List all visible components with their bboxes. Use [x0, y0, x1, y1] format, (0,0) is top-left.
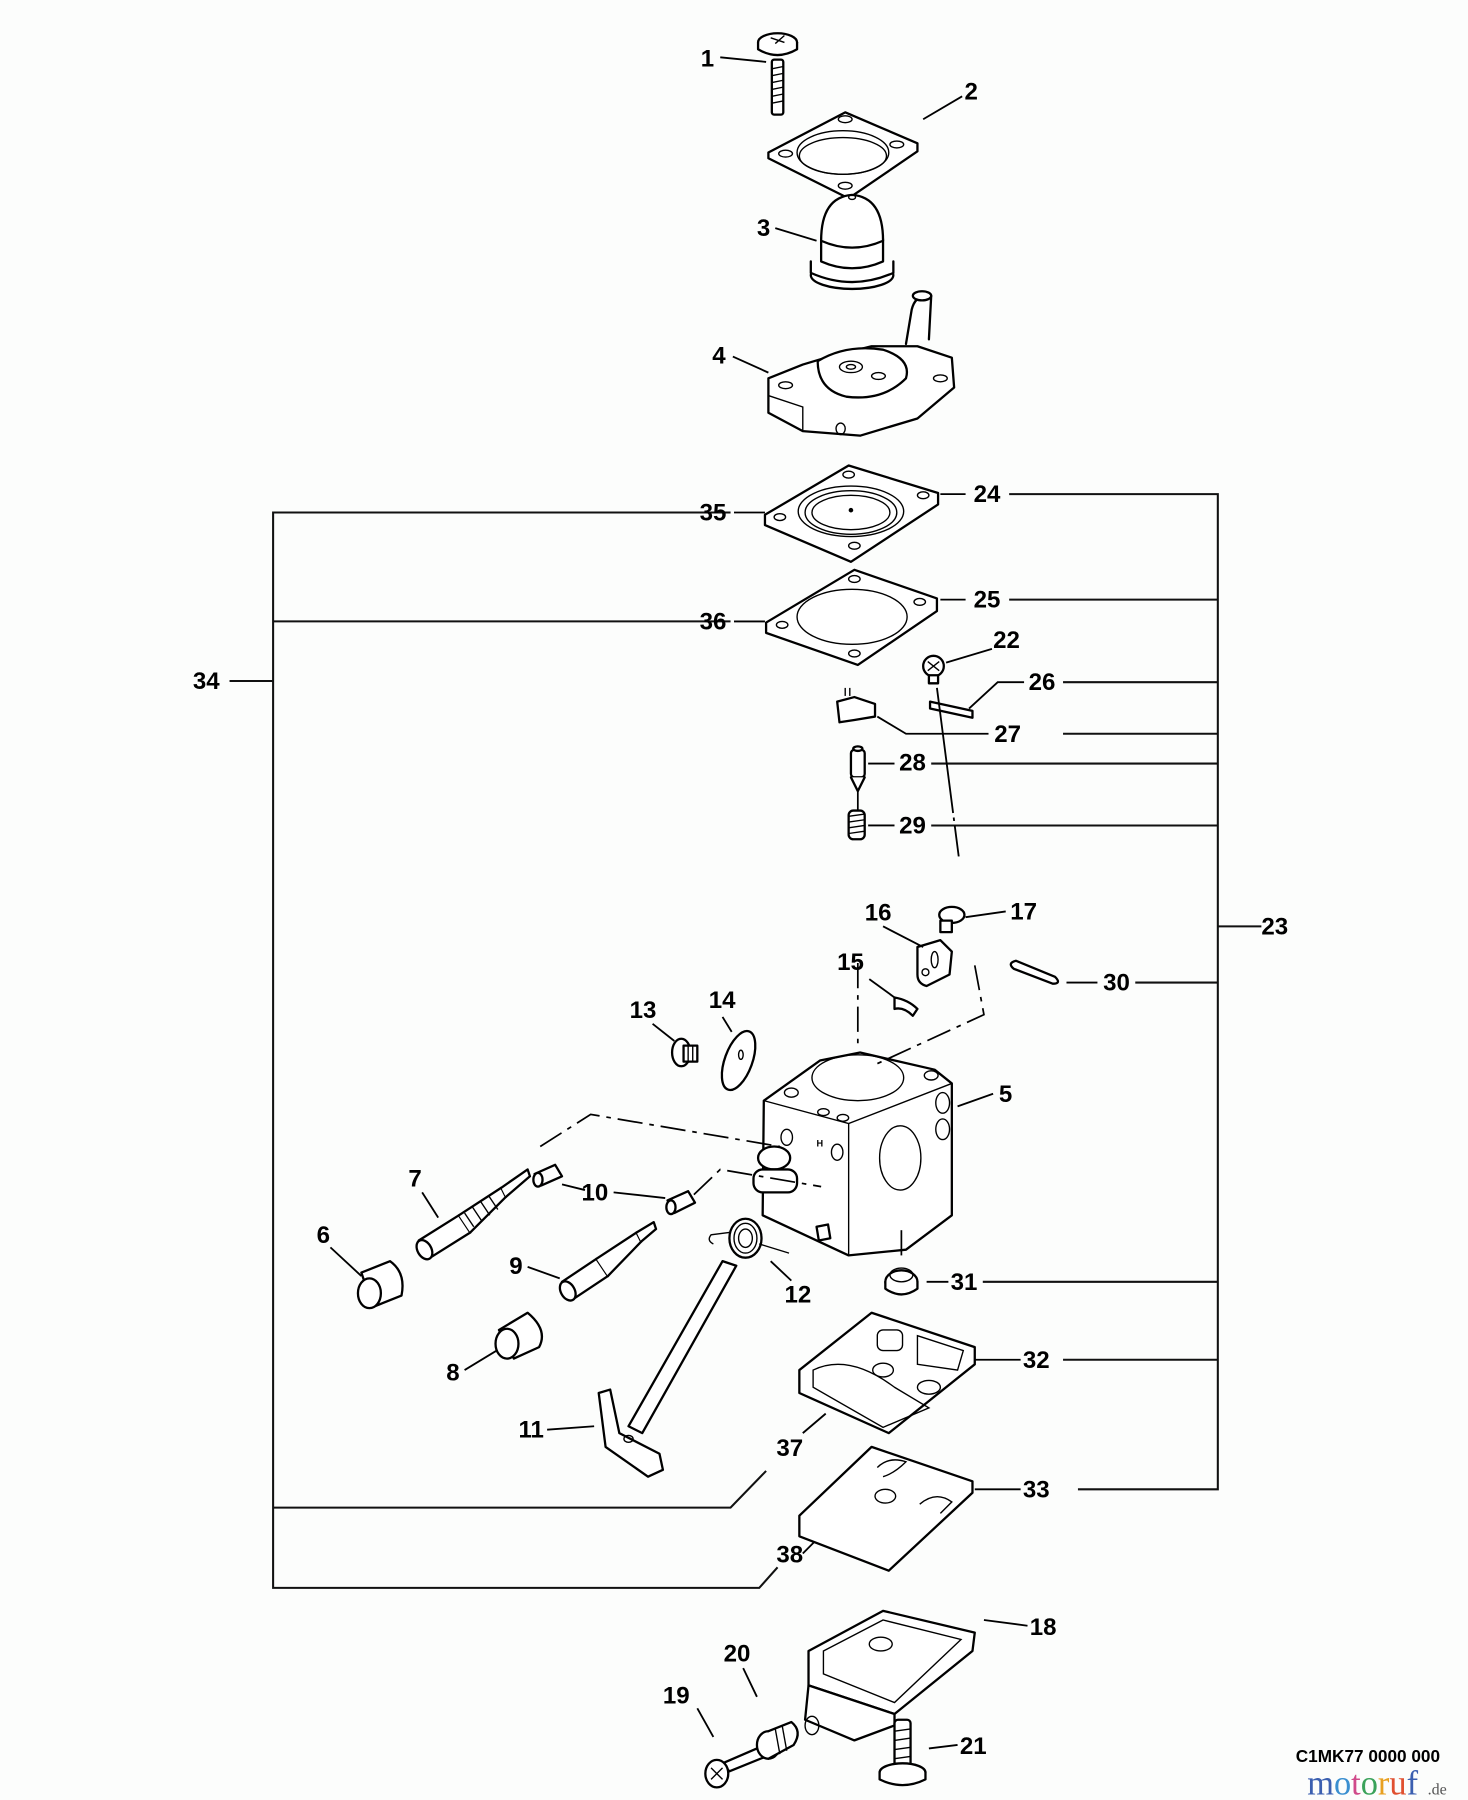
callout-14: 14: [709, 987, 736, 1014]
callout-8: 8: [446, 1359, 459, 1386]
part-3-primer-bulb: [809, 193, 895, 291]
callout-1: 1: [701, 45, 714, 72]
watermark-logo: motoruf .de: [1307, 1764, 1447, 1800]
part-6-limiter-cap: [356, 1260, 404, 1310]
callout-38: 38: [776, 1542, 803, 1569]
part-21-screw: [878, 1718, 927, 1787]
part-20-spring: [755, 1720, 799, 1760]
callout-4: 4: [712, 342, 726, 369]
part-9-adjust-needle: [558, 1221, 658, 1302]
part-29-spring: [847, 809, 866, 841]
callout-37: 37: [776, 1435, 803, 1462]
part-10-bushing-lower: [665, 1190, 697, 1216]
callout-19: 19: [663, 1683, 690, 1710]
callout-2: 2: [964, 79, 977, 106]
part-19-screw: [704, 1747, 768, 1789]
callout-27: 27: [994, 721, 1021, 748]
drawing-code: C1MK77 0000 000: [1296, 1746, 1440, 1766]
part-1-screw: [756, 32, 799, 116]
callout-13: 13: [630, 997, 657, 1024]
callout-9: 9: [509, 1253, 522, 1280]
part-24-diaphragm: [763, 464, 940, 563]
wm-letter: r: [1378, 1764, 1390, 1800]
callout-21: 21: [960, 1733, 987, 1760]
callout-29: 29: [899, 813, 926, 840]
callout-28: 28: [899, 749, 926, 776]
part-13-screw: [670, 1037, 699, 1068]
callout-24: 24: [974, 481, 1001, 508]
callout-7: 7: [408, 1166, 421, 1193]
part-5-carb-body: H: [752, 1051, 953, 1257]
wm-letter: o: [1361, 1764, 1378, 1800]
callout-31: 31: [951, 1269, 978, 1296]
callout-11: 11: [518, 1417, 543, 1444]
bracket-kit-34: [229, 511, 779, 1589]
callout-10: 10: [582, 1179, 609, 1206]
part-7-adjust-needle: [415, 1168, 532, 1261]
part-8-limiter-cap: [494, 1311, 543, 1360]
callout-26: 26: [1029, 669, 1056, 696]
wm-letter: o: [1334, 1764, 1351, 1800]
leader-lines: [329, 56, 1098, 1750]
callout-20: 20: [724, 1640, 751, 1667]
part-30-seal: [1009, 959, 1060, 985]
bracket-kit-23: [931, 493, 1262, 1491]
part-10-bushing-upper: [532, 1163, 564, 1188]
part-18-pump-cover: [803, 1609, 976, 1742]
callout-3: 3: [757, 215, 770, 242]
wm-letter: t: [1351, 1764, 1361, 1800]
callout-16: 16: [865, 900, 892, 927]
callout-18: 18: [1030, 1614, 1057, 1641]
part-31-filter-screen: [884, 1267, 919, 1296]
callout-12: 12: [784, 1281, 811, 1308]
part-15-clip: [893, 996, 919, 1017]
part-12-return-spring: [708, 1217, 790, 1259]
watermark-text: motoruf: [1307, 1764, 1418, 1800]
part-33-pump-diaphragm: [798, 1445, 974, 1572]
callout-22: 22: [993, 627, 1020, 654]
callout-labels: 1 2 3 4 35 24 36 25 34 22 26 27 28 29 16…: [193, 45, 1288, 1760]
callout-6: 6: [317, 1222, 330, 1249]
part-16-throttle-shutter: [916, 938, 953, 988]
wm-letter: u: [1389, 1764, 1406, 1800]
callout-5: 5: [999, 1081, 1012, 1108]
part-17-screw: [938, 905, 966, 934]
part-11-throttle-shaft: [597, 1260, 738, 1478]
part-27-inlet-lever: [836, 687, 877, 724]
carb-mark-h: H: [817, 1138, 824, 1148]
part-26-pin: [928, 700, 974, 719]
part-2-gasket: [767, 111, 919, 200]
callout-15: 15: [837, 949, 864, 976]
part-25-gasket: [764, 568, 939, 667]
watermark-suffix: .de: [1428, 1781, 1447, 1798]
callout-25: 25: [974, 587, 1001, 614]
callout-30: 30: [1103, 970, 1130, 997]
wm-letter: f: [1407, 1764, 1419, 1800]
wm-letter: m: [1307, 1764, 1334, 1800]
part-14-plate: [720, 1029, 757, 1092]
callout-36: 36: [700, 608, 727, 635]
callout-35: 35: [700, 500, 727, 527]
part-22-screw: [922, 654, 945, 685]
part-4-pump-cover: [767, 290, 956, 437]
callout-32: 32: [1023, 1347, 1050, 1374]
callout-34: 34: [193, 668, 220, 695]
part-32-pump-gasket: [798, 1311, 976, 1435]
part-28-needle: [849, 745, 866, 811]
callout-17: 17: [1010, 898, 1037, 925]
callout-33: 33: [1023, 1476, 1050, 1503]
callout-23: 23: [1261, 913, 1288, 940]
